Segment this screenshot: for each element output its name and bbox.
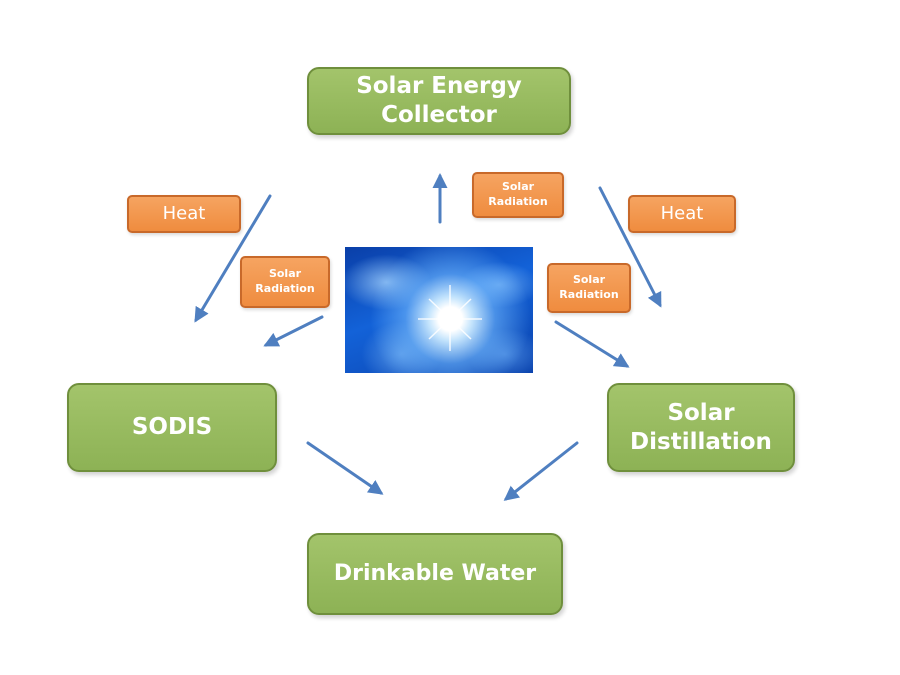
label-text: Heat	[660, 202, 704, 224]
sun-rays-icon	[418, 285, 482, 351]
node-drinkable-water: Drinkable Water	[307, 533, 563, 615]
node-solar-energy-collector: Solar Energy Collector	[307, 67, 571, 135]
label-solar-radiation-right: Solar Radiation	[547, 263, 631, 313]
label-text: Solar Radiation	[255, 267, 315, 295]
label-text: Solar Radiation	[488, 180, 548, 208]
arrow-sodis-to-water	[306, 441, 384, 495]
node-label: Drinkable Water	[333, 561, 537, 587]
node-solar-distillation: Solar Distillation	[607, 383, 795, 472]
arrow-radiation-to-sodis	[263, 315, 324, 347]
node-label: Solar Energy Collector	[356, 73, 522, 128]
arrow-collector-heat-to-sodis	[194, 194, 272, 323]
node-sodis: SODIS	[67, 383, 277, 472]
label-heat-left: Heat	[127, 195, 241, 233]
sun-in-sky-image	[345, 247, 533, 373]
arrow-radiation-to-distillation	[554, 320, 630, 368]
arrow-distillation-to-water	[503, 441, 579, 501]
node-label: SODIS	[131, 414, 213, 441]
label-text: Heat	[162, 202, 206, 224]
label-text: Solar Radiation	[559, 273, 619, 301]
label-solar-radiation-left: Solar Radiation	[240, 256, 330, 308]
label-heat-right: Heat	[628, 195, 736, 233]
arrow-collector-heat-to-distillation	[598, 186, 662, 308]
node-label: Solar Distillation	[630, 399, 772, 455]
label-solar-radiation-top: Solar Radiation	[472, 172, 564, 218]
